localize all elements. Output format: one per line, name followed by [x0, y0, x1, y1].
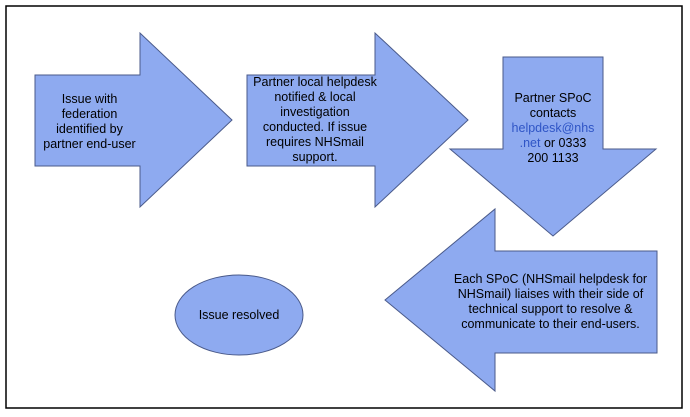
phone-number-end: 200 1133	[527, 150, 579, 165]
step-1-label: Issue with federation identified by part…	[43, 92, 136, 151]
ellipse-issue-resolved	[174, 274, 304, 356]
step-3-line-4: .net or 0333	[520, 136, 587, 151]
step-3-line-1: Partner SPoC	[514, 90, 592, 105]
arrow-step-1	[34, 31, 233, 209]
step-3-label: Partner SPoC contacts helpdesk@nhs .net …	[503, 84, 603, 172]
arrow-step-3	[448, 56, 658, 237]
step-4-label: Each SPoC (NHSmail helpdesk for NHSmail)…	[453, 272, 648, 331]
helpdesk-email-link-part-1[interactable]: helpdesk@nhs	[511, 120, 595, 135]
helpdesk-email-link-part-2[interactable]: .net	[519, 135, 541, 150]
step-2-label: Partner local helpdesk notified & local …	[253, 75, 377, 164]
step-3-line-2: contacts	[529, 105, 577, 120]
phone-prefix: or 0333	[540, 135, 587, 150]
arrow-step-4	[384, 207, 658, 393]
step-5-label: Issue resolved	[198, 307, 280, 322]
diagram-frame	[5, 5, 683, 409]
arrow-step-2	[246, 31, 469, 209]
